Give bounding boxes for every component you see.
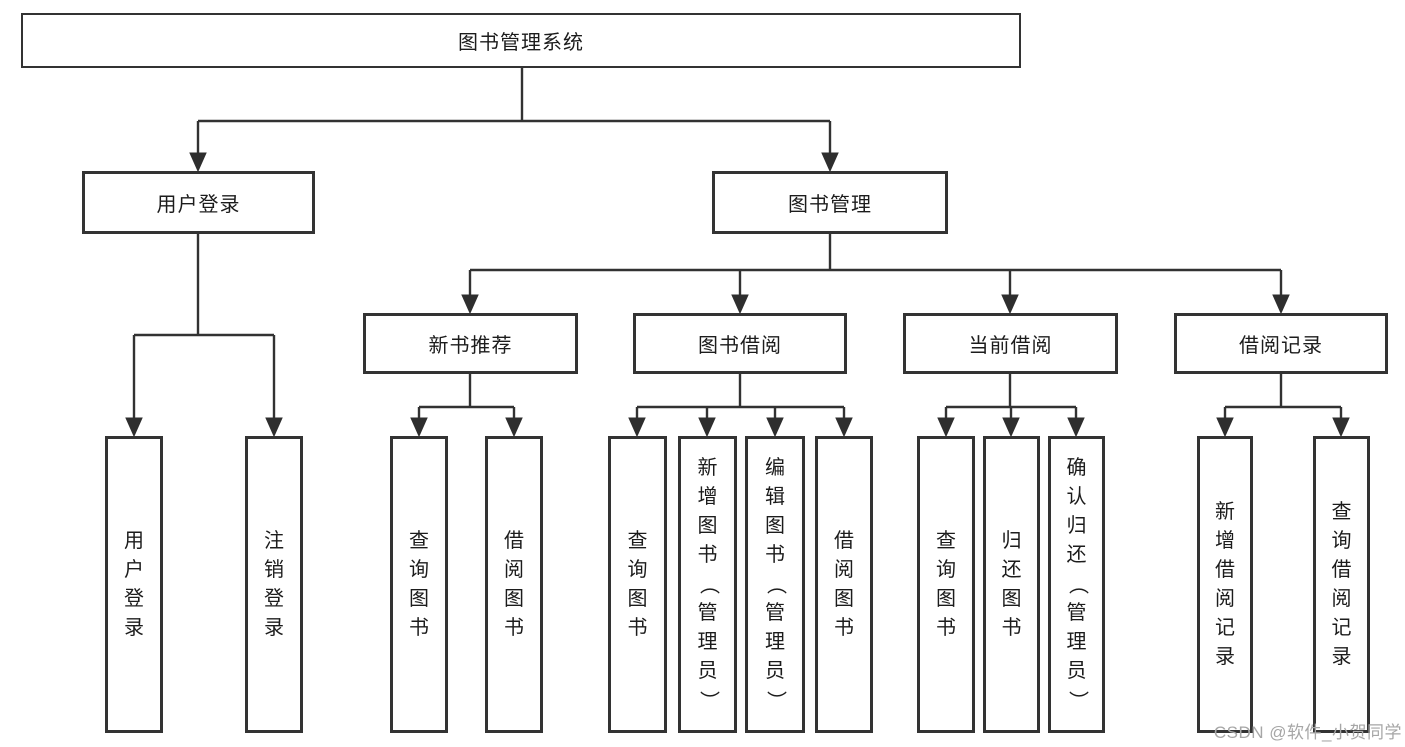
leaf-confirm-return-admin: 确认归还（管理员）: [1048, 436, 1105, 733]
leaf-return-books: 归还图书: [983, 436, 1040, 733]
node-book-borrowing: 图书借阅: [633, 313, 847, 374]
node-user-login: 用户登录: [82, 171, 315, 234]
node-new-book-recommendation: 新书推荐: [363, 313, 578, 374]
leaf-query-books-current: 查询图书: [917, 436, 975, 733]
node-borrowing-records: 借阅记录: [1174, 313, 1388, 374]
leaf-query-borrow-record: 查询借阅记录: [1313, 436, 1370, 733]
leaf-logout-login: 注销登录: [245, 436, 303, 733]
leaf-add-books-admin: 新增图书（管理员）: [678, 436, 737, 733]
leaf-query-books-borrow: 查询图书: [608, 436, 667, 733]
node-current-borrowing: 当前借阅: [903, 313, 1118, 374]
node-book-management: 图书管理: [712, 171, 948, 234]
node-root: 图书管理系统: [21, 13, 1021, 68]
csdn-watermark: CSDN @软件_小贺同学: [1213, 723, 1402, 742]
leaf-borrow-books: 借阅图书: [815, 436, 873, 733]
leaf-query-books-recommend: 查询图书: [390, 436, 448, 733]
leaf-user-login: 用户登录: [105, 436, 163, 733]
leaf-add-borrow-record: 新增借阅记录: [1197, 436, 1253, 733]
leaf-borrow-books-recommend: 借阅图书: [485, 436, 543, 733]
leaf-edit-books-admin: 编辑图书（管理员）: [745, 436, 805, 733]
